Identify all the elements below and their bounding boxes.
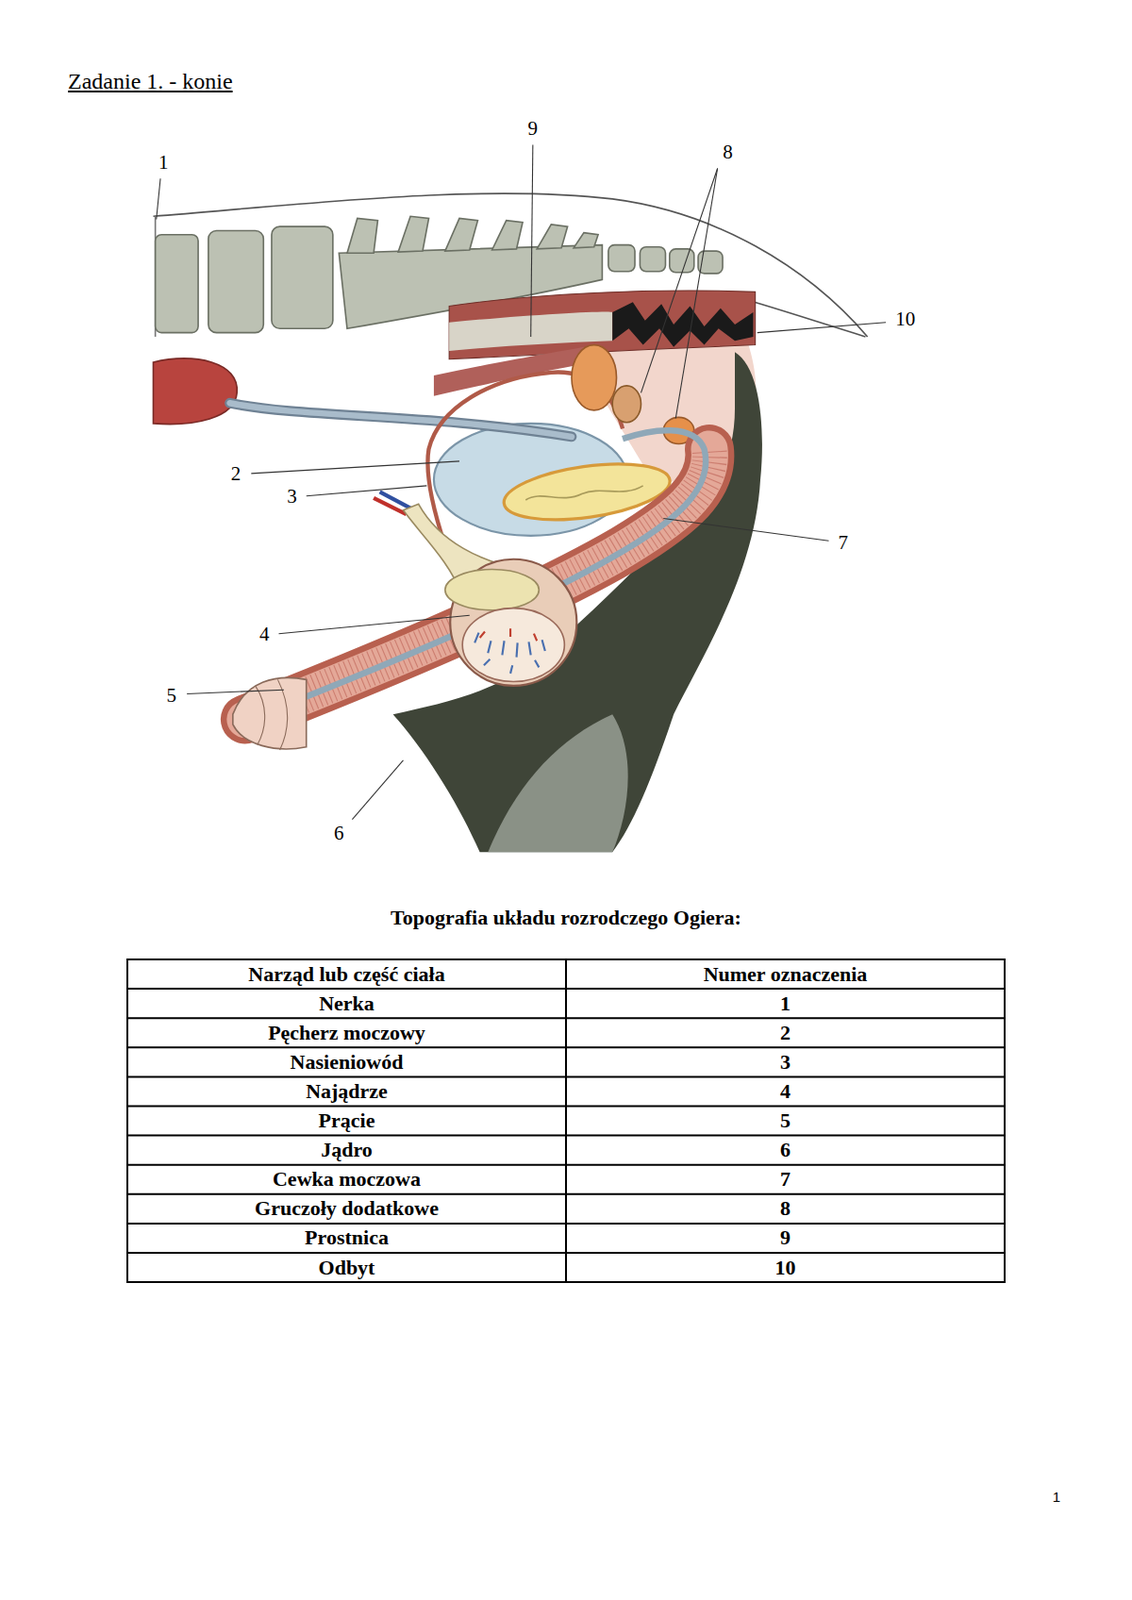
table-cell: Pęcherz moczowy xyxy=(127,1017,566,1048)
table-cell: Prostnica xyxy=(127,1223,566,1253)
callout-number: 5 xyxy=(166,684,178,707)
vessel-red xyxy=(373,498,407,515)
callout-number: 1 xyxy=(158,152,169,175)
callout-number: 10 xyxy=(895,308,916,331)
ureter-inner xyxy=(230,402,572,437)
table-cell: Odbyt xyxy=(127,1252,566,1282)
penis-outer xyxy=(245,449,711,720)
page-number: 1 xyxy=(1052,1488,1061,1505)
prostate xyxy=(612,385,641,423)
table-cell: Nasieniowód xyxy=(127,1047,566,1077)
tail-outline xyxy=(739,298,866,337)
callout-number: 3 xyxy=(286,485,298,508)
caudal-vertebra xyxy=(608,245,635,272)
thigh-light xyxy=(487,714,628,852)
leader-line xyxy=(531,145,533,337)
leader-line xyxy=(641,167,718,393)
spinous-process xyxy=(573,233,599,249)
penis-striation xyxy=(245,449,711,720)
prepuce xyxy=(233,677,307,749)
heading: Zadanie 1. - konie xyxy=(67,67,234,96)
callout-number: 6 xyxy=(333,822,345,845)
table-rule xyxy=(126,958,129,1283)
leader-line xyxy=(663,517,829,541)
testis xyxy=(462,608,565,683)
leader-line xyxy=(186,689,284,694)
leader-lines xyxy=(156,145,886,820)
vertebra xyxy=(208,230,264,333)
leader-line xyxy=(351,760,403,820)
leader-line xyxy=(757,322,886,333)
vesicular-gland xyxy=(571,345,617,411)
vessel-blue xyxy=(380,491,411,508)
callout-number: 8 xyxy=(722,142,733,165)
table-cell: Cewka moczowa xyxy=(127,1165,566,1195)
leader-line xyxy=(156,178,161,219)
testis-tubules xyxy=(474,632,546,674)
table-cell: 9 xyxy=(566,1223,1005,1253)
caudal-vertebra xyxy=(669,249,695,273)
table-cell: Numer oznaczenia xyxy=(566,959,1005,989)
callout-number: 4 xyxy=(259,623,270,646)
table-cell: 8 xyxy=(566,1194,1005,1224)
table-cell: Nerka xyxy=(127,988,566,1018)
spinous-process xyxy=(445,217,479,251)
leader-line xyxy=(250,461,460,474)
kidney xyxy=(152,358,237,425)
penis-body xyxy=(245,449,711,720)
vertebra xyxy=(155,234,199,333)
spinous-process xyxy=(536,224,567,250)
table-cell: 4 xyxy=(566,1076,1005,1106)
caudal-vertebra xyxy=(639,247,666,272)
table-rule xyxy=(565,958,567,1283)
leader-line xyxy=(279,615,470,633)
table-rule xyxy=(1003,958,1006,1283)
table-cell: Gruczoły dodatkowe xyxy=(127,1194,566,1224)
testis-vessels xyxy=(480,628,538,641)
epididymis xyxy=(445,569,540,611)
bone-texture xyxy=(525,485,643,500)
table-cell: 3 xyxy=(566,1047,1005,1077)
ureter xyxy=(230,402,572,437)
vertebra xyxy=(271,226,333,329)
table-cell: Najądrze xyxy=(127,1076,566,1106)
callout-number: 7 xyxy=(838,532,849,554)
spinous-process xyxy=(398,216,429,252)
table-cell: Prącie xyxy=(127,1106,566,1136)
leader-line xyxy=(675,167,717,418)
caption: Topografia układu rozrodczego Ogiera: xyxy=(390,905,742,931)
leader-line xyxy=(306,485,428,497)
rectum-content xyxy=(612,301,753,348)
callout-number: 9 xyxy=(528,118,539,141)
table-cell: Narząd lub część ciała xyxy=(127,959,566,989)
table-cell: Jądro xyxy=(127,1135,566,1166)
spinous-process xyxy=(492,220,523,250)
table-cell: 10 xyxy=(566,1252,1005,1282)
urethra xyxy=(241,430,707,723)
table-cell: 1 xyxy=(566,988,1005,1018)
table-cell: 2 xyxy=(566,1017,1005,1048)
table-cell: 6 xyxy=(566,1135,1005,1166)
table-cell: 7 xyxy=(566,1165,1005,1195)
spinous-process xyxy=(347,217,378,253)
callout-number: 2 xyxy=(231,464,242,486)
table-cell: 5 xyxy=(566,1106,1005,1136)
